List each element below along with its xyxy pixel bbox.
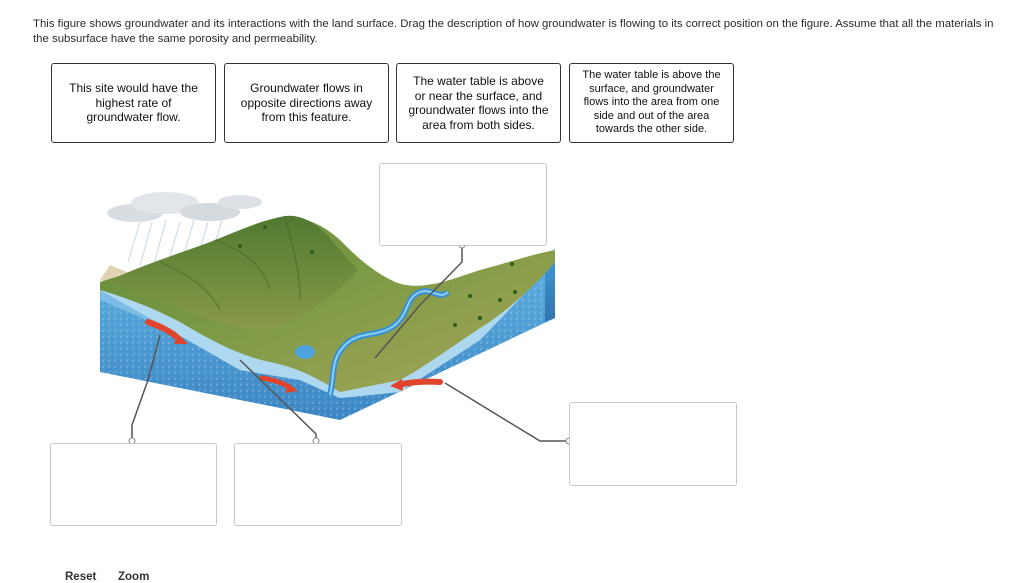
- drop-zone-right-floodplain[interactable]: [569, 402, 737, 486]
- draggable-label-flow-from-both-sides[interactable]: The water table is above or near the sur…: [396, 63, 561, 143]
- drop-zone-mountain-slope[interactable]: [50, 443, 217, 526]
- drop-zone-stream-valley[interactable]: [379, 163, 547, 246]
- leader-lines: [131, 245, 569, 442]
- draggable-label-highest-flow-rate[interactable]: This site would have the highest rate of…: [51, 63, 216, 143]
- drop-zone-river-bend[interactable]: [234, 443, 402, 526]
- groundwater-cross-section: [100, 248, 555, 420]
- draggable-label-flow-through[interactable]: The water table is above the surface, an…: [569, 63, 734, 143]
- groundwater-flow-arrows: [145, 319, 443, 393]
- question-instructions: This figure shows groundwater and its in…: [33, 18, 994, 45]
- zoom-button[interactable]: Zoom: [118, 571, 150, 583]
- leader-line-endpoints: [128, 241, 573, 445]
- draggable-label-opposite-directions[interactable]: Groundwater flows in opposite directions…: [224, 63, 389, 143]
- rain-cloud: [107, 192, 262, 273]
- reset-button[interactable]: Reset: [65, 571, 97, 583]
